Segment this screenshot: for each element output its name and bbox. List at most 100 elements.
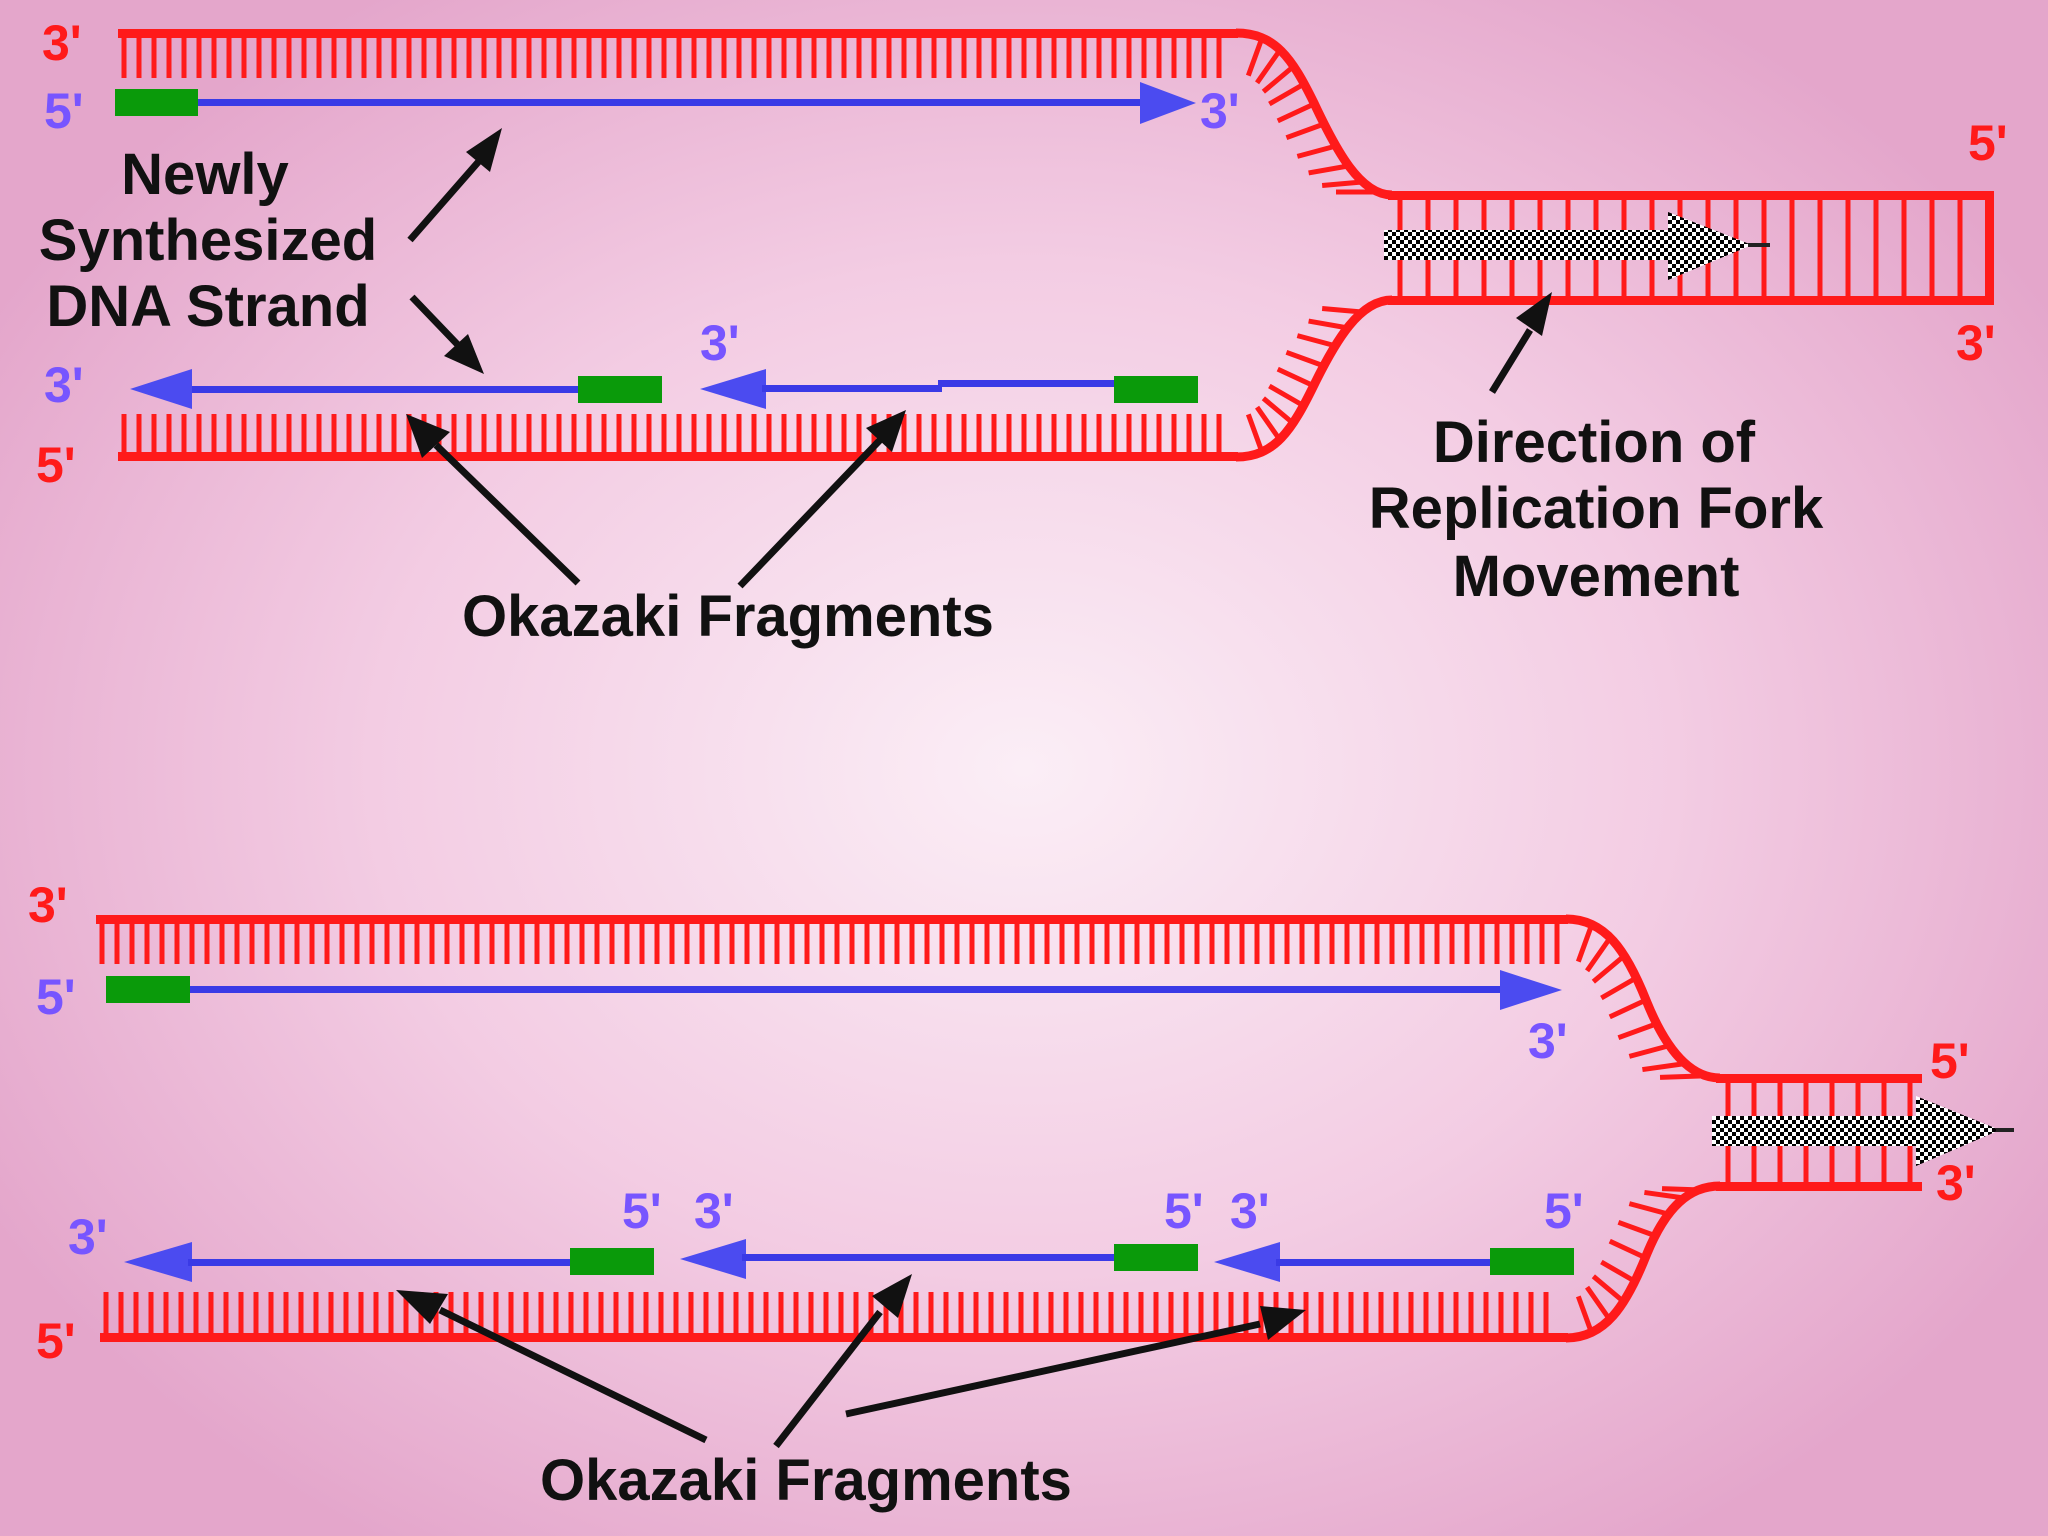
base-tick (1245, 413, 1265, 453)
bottom-leading-arrowhead (1500, 970, 1562, 1010)
bottom-lagging-left-3-label: 3' (68, 1209, 108, 1265)
base-tick (1255, 405, 1283, 442)
bottom-primer-2 (1114, 1244, 1198, 1271)
base-tick (1276, 366, 1316, 389)
base-tick (1617, 1219, 1657, 1239)
base-tick (1644, 1189, 1685, 1201)
top-panel: 3' 5' 3' 3' 5' 3' 5' 3' Newly Synthesize… (36, 15, 2008, 649)
bottom-okazaki-fragment-3-line (1276, 1259, 1492, 1266)
base-tick (1575, 1295, 1595, 1335)
top-upper-base-ticks (121, 36, 1222, 78)
bottom-duplex-3-label: 3' (1936, 1155, 1976, 1211)
base-tick (1268, 383, 1306, 409)
bottom-fragment-2-5-label: 5' (1164, 1183, 1204, 1239)
top-duplex-3-label: 3' (1956, 315, 1996, 371)
arrow-direction-label-head (1516, 292, 1552, 336)
arrow-direction-label (1489, 328, 1533, 394)
base-tick (1261, 396, 1296, 426)
arrow-okazaki-2 (737, 437, 883, 589)
arrow-to-lagging-strand (409, 294, 461, 348)
newly-synthesized-line-2: Synthesized (39, 208, 377, 273)
bottom-okazaki-fragment-3-arrowhead (1214, 1242, 1280, 1282)
bottom-primer-1 (570, 1248, 654, 1275)
top-upper-backbone (118, 29, 1238, 38)
bottom-arrow-head (1916, 1096, 2000, 1166)
top-primer-1 (578, 376, 662, 403)
bottom-arrow-okazaki-2 (773, 1309, 883, 1449)
bottom-lower-curve-ticks (1575, 1186, 1703, 1335)
base-tick (1321, 179, 1363, 188)
bottom-arrow-okazaki-2-head (872, 1274, 912, 1318)
direction-line-1: Direction of (1433, 410, 1756, 475)
newly-synthesized-line-3: DNA Strand (46, 274, 369, 339)
base-tick (1600, 975, 1638, 1001)
base-tick (1617, 1021, 1657, 1041)
direction-of-fork-label: Direction of Replication Fork Movement (1369, 410, 1824, 609)
bottom-fork-upper-curve (1565, 914, 1721, 1083)
arrow-okazaki-1 (433, 442, 581, 586)
top-parental-strand-lower (118, 295, 1393, 462)
top-fork-direction-arrow (1384, 212, 1770, 280)
arrow-okazaki-1-head (406, 414, 450, 458)
bottom-okazaki-fragment-1-line (188, 1259, 572, 1266)
base-tick (1255, 48, 1283, 85)
arrow-to-leading-strand (407, 157, 483, 243)
bottom-okazaki-fragment-2-line (742, 1254, 1116, 1261)
top-lagging-left-3-label: 3' (44, 357, 84, 413)
top-duplex-5-label: 5' (1968, 115, 2008, 171)
base-tick (1285, 121, 1325, 141)
base-tick (1600, 1259, 1638, 1285)
top-leading-arrowhead (1140, 82, 1196, 124)
bottom-arrow-okazaki-1-head (396, 1290, 448, 1324)
top-okazaki-label: Okazaki Fragments (462, 584, 994, 649)
newly-synthesized-label: Newly Synthesized DNA Strand (39, 142, 377, 339)
top-duplex-end (1985, 191, 1994, 305)
direction-line-2: Replication Fork (1369, 476, 1824, 541)
top-primer-2 (1114, 376, 1198, 403)
base-tick (1642, 1061, 1683, 1073)
direction-line-3: Movement (1453, 544, 1740, 609)
top-parental-strand-upper (118, 28, 1393, 200)
bottom-okazaki-fragment-2-arrowhead (680, 1239, 746, 1279)
base-tick (1628, 1201, 1669, 1217)
base-tick (1245, 37, 1265, 77)
top-lower-backbone (118, 452, 1238, 461)
bottom-arrow-tip (1996, 1128, 2014, 1132)
top-upper-curve-ticks (1245, 37, 1376, 195)
top-okazaki-fragment-2-line-a (762, 385, 942, 392)
bottom-lagging-strand (124, 1239, 1574, 1282)
top-arrow-tip (1748, 243, 1770, 247)
bottom-annotation-arrows (396, 1274, 1306, 1449)
top-fork-upper-curve (1235, 28, 1393, 200)
bottom-upper-backbone (96, 915, 1568, 924)
base-tick (1585, 1285, 1613, 1322)
top-okazaki-fragment-1-arrowhead (130, 369, 192, 409)
bottom-leading-left-5-label: 5' (36, 969, 76, 1025)
bottom-lower-left-5-label: 5' (36, 1313, 76, 1369)
bottom-arrow-shaft (1712, 1116, 1922, 1146)
base-tick (1661, 1186, 1703, 1193)
base-tick (1628, 1043, 1669, 1059)
arrow-okazaki-2-head (866, 410, 906, 452)
bottom-panel: 3' 5' 3' 5' 3' 3' 5' 5' 3' 5' 3' 5' Okaz… (28, 877, 2014, 1513)
top-leading-left-5-label: 5' (44, 83, 84, 139)
base-tick (1575, 923, 1595, 963)
bottom-fragment-3-3-label: 3' (1230, 1183, 1270, 1239)
base-tick (1591, 954, 1626, 984)
top-lower-curve-ticks (1245, 306, 1363, 453)
top-leading-end-3-label: 3' (1200, 83, 1240, 139)
top-leading-primer (115, 89, 198, 116)
newly-synthesized-line-1: Newly (121, 142, 289, 207)
base-tick (1296, 143, 1337, 159)
base-tick (1308, 163, 1349, 176)
bottom-leading-line (190, 986, 1508, 993)
bottom-primer-3 (1490, 1248, 1574, 1275)
top-fragment-3-label: 3' (700, 315, 740, 371)
bottom-parental-strand-upper (96, 914, 1721, 1083)
top-upper-left-3-label: 3' (42, 15, 82, 71)
bottom-upper-curve-ticks (1575, 923, 1701, 1080)
top-lower-base-ticks (121, 414, 1222, 456)
top-arrow-head (1668, 212, 1752, 280)
